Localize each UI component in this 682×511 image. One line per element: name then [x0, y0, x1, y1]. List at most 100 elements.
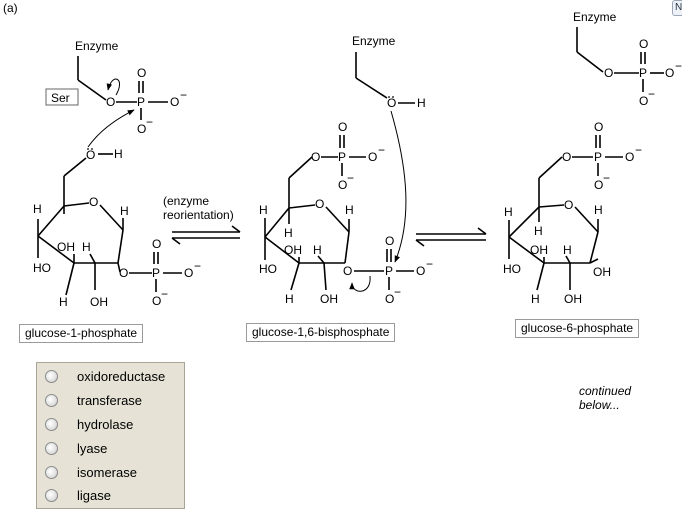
svg-text:OH: OH — [90, 295, 108, 309]
svg-text:O: O — [665, 66, 674, 80]
svg-text:HO: HO — [259, 262, 277, 276]
svg-text:O: O — [594, 178, 603, 192]
svg-text:O: O — [639, 37, 648, 51]
option-label: isomerase — [77, 464, 137, 480]
svg-text:H: H — [33, 202, 42, 216]
glucose-1-phosphate-structure: O H O H HO OH H H OH H O P — [33, 147, 201, 309]
step-label-line2: reorientation) — [163, 208, 234, 222]
enzyme-serine-2: Enzyme O H — [352, 34, 426, 110]
option-label: transferase — [77, 392, 143, 408]
curly-arrow-2b — [349, 275, 371, 292]
continued-line-2: below... — [579, 398, 620, 412]
svg-text:−: − — [180, 88, 187, 102]
svg-text:H: H — [313, 243, 322, 257]
svg-text:H: H — [563, 243, 572, 257]
enzyme-label: Enzyme — [573, 10, 617, 24]
svg-text:O: O — [311, 150, 320, 164]
svg-text:O: O — [338, 120, 347, 134]
equilibrium-arrow-1 — [171, 225, 241, 245]
svg-text:O: O — [152, 294, 161, 308]
equilibrium-arrow-2 — [415, 227, 487, 247]
enzyme-phosphoserine-3: Enzyme O P O O − O − — [573, 10, 682, 108]
compound-label-glucose-6-phosphate: glucose-6-phosphate — [515, 319, 640, 338]
radio-button[interactable] — [45, 465, 58, 479]
svg-text:HO: HO — [33, 261, 51, 275]
continued-note: continued below... — [579, 384, 631, 412]
svg-text:−: − — [603, 171, 610, 185]
svg-text:O: O — [338, 178, 347, 192]
svg-text:H: H — [285, 292, 294, 306]
svg-text:P: P — [594, 150, 602, 164]
svg-text:OH: OH — [593, 265, 611, 279]
svg-text:P: P — [137, 95, 145, 109]
svg-text:H: H — [114, 147, 123, 161]
svg-text:O: O — [119, 266, 128, 280]
svg-text:H: H — [259, 203, 268, 217]
svg-text:−: − — [394, 285, 401, 299]
svg-text:H: H — [59, 295, 68, 309]
svg-text:H: H — [120, 204, 129, 218]
continued-line-1: continued — [579, 384, 632, 398]
svg-text:O: O — [385, 234, 394, 248]
svg-text:HO: HO — [503, 262, 521, 276]
svg-text:H: H — [531, 292, 540, 306]
ser-label: Ser — [51, 91, 70, 105]
option-lyase[interactable]: lyase — [45, 438, 107, 458]
glucose-1-6-bisphosphate-structure: O P O O − O − O H H HO OH H H OH — [259, 120, 433, 306]
svg-text:−: − — [426, 257, 433, 271]
svg-text:O: O — [368, 150, 377, 164]
step-label-line1: (enzyme — [163, 194, 209, 208]
svg-text:O: O — [137, 66, 146, 80]
svg-text:H: H — [345, 203, 354, 217]
svg-text:P: P — [152, 266, 160, 280]
svg-text:OH: OH — [320, 292, 338, 306]
svg-text:−: − — [161, 287, 168, 301]
svg-text:H: H — [594, 203, 603, 217]
option-hydrolase[interactable]: hydrolase — [45, 414, 133, 434]
option-ligase[interactable]: ligase — [45, 485, 111, 505]
svg-text:O: O — [89, 195, 98, 209]
svg-text:O: O — [106, 95, 115, 109]
svg-text:H: H — [534, 224, 543, 238]
enzyme-phosphoserine-1: Enzyme Ser O P O O − O − — [45, 39, 187, 136]
svg-text:H: H — [504, 205, 513, 219]
svg-text:−: − — [675, 59, 682, 73]
radio-button[interactable] — [45, 488, 58, 502]
radio-button[interactable] — [45, 393, 58, 407]
svg-text:O: O — [152, 237, 161, 251]
option-label: oxidoreductase — [77, 368, 166, 384]
part-label: (a) — [3, 1, 18, 15]
enzyme-label: Enzyme — [75, 39, 119, 53]
enzyme-class-options: oxidoreductase transferase hydrolase lya… — [36, 362, 185, 509]
option-transferase[interactable]: transferase — [45, 390, 142, 410]
glucose-6-phosphate-structure: O P O O − O − O H H HO OH H H OH — [503, 120, 642, 306]
svg-text:P: P — [385, 264, 393, 278]
svg-text:OH: OH — [57, 240, 75, 254]
svg-text:O: O — [385, 292, 394, 306]
svg-text:P: P — [639, 66, 647, 80]
svg-text:−: − — [635, 143, 642, 157]
curly-arrow-2a — [390, 110, 407, 263]
option-oxidoreductase[interactable]: oxidoreductase — [45, 366, 165, 386]
compound-label-glucose-1-phosphate: glucose-1-phosphate — [19, 324, 144, 343]
svg-text:H: H — [417, 96, 426, 110]
option-isomerase[interactable]: isomerase — [45, 462, 137, 482]
ser-box — [45, 88, 79, 106]
svg-text:OH: OH — [284, 243, 302, 257]
svg-text:H: H — [82, 240, 91, 254]
radio-button[interactable] — [45, 441, 58, 455]
radio-button[interactable] — [45, 417, 58, 431]
svg-text:O: O — [343, 264, 352, 278]
curly-arrow-1a — [106, 78, 121, 96]
corner-tab-button[interactable]: N — [672, 0, 682, 16]
svg-text:O: O — [315, 197, 324, 211]
svg-text:O: O — [625, 150, 634, 164]
svg-text:O: O — [562, 150, 571, 164]
svg-text:O: O — [564, 198, 573, 212]
compound-label-glucose-1-6-bisphosphate: glucose-1,6-bisphosphate — [246, 323, 396, 342]
svg-text:H: H — [284, 226, 293, 240]
svg-text:O: O — [639, 94, 648, 108]
radio-button[interactable] — [45, 369, 58, 383]
svg-text:−: − — [648, 87, 655, 101]
